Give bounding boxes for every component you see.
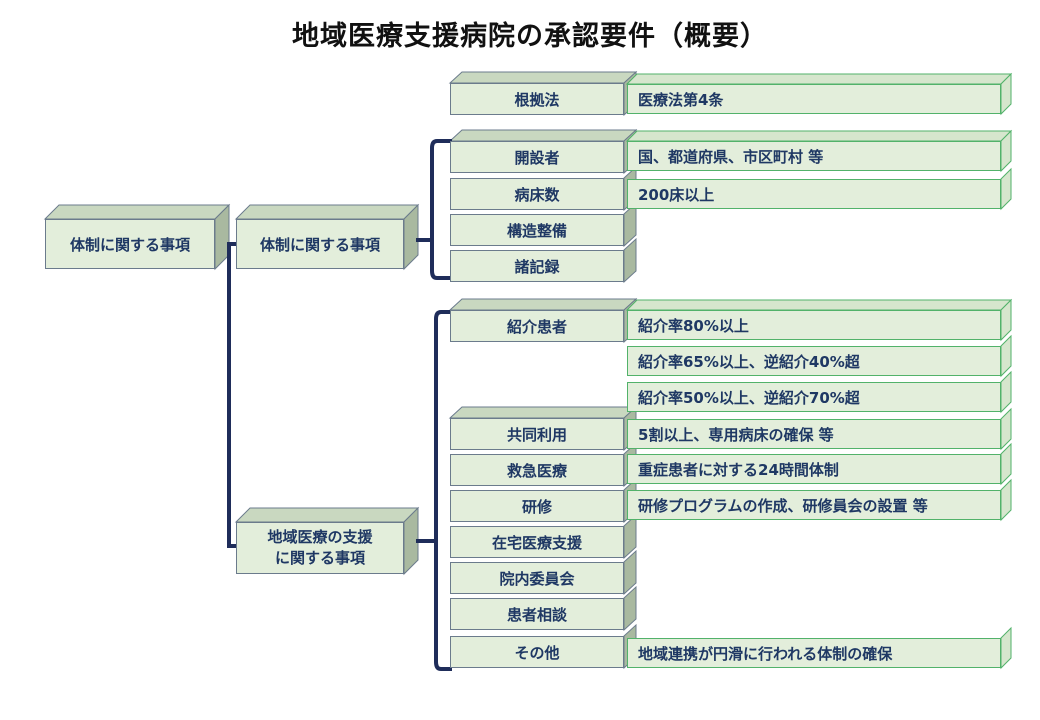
category-other: その他 <box>450 636 624 668</box>
detail-referral-65: 紹介率65%以上、逆紹介40%超 <box>627 346 1001 376</box>
category-bed-count: 病床数 <box>450 178 624 210</box>
category-home-care: 在宅医療支援 <box>450 526 624 558</box>
root-node: 体制に関する事項 <box>45 219 215 269</box>
category-emergency: 救急医療 <box>450 454 624 486</box>
detail-legal-basis: 医療法第4条 <box>627 84 1001 114</box>
category-training: 研修 <box>450 490 624 522</box>
category-facilities: 構造整備 <box>450 214 624 246</box>
category-joint-use: 共同利用 <box>450 418 624 450</box>
detail-joint-use: 5割以上、専用病床の確保 等 <box>627 419 1001 449</box>
category-committee: 院内委員会 <box>450 562 624 594</box>
category-legal-basis: 根拠法 <box>450 83 624 115</box>
detail-referral-80: 紹介率80%以上 <box>627 310 1001 340</box>
detail-emergency: 重症患者に対する24時間体制 <box>627 454 1001 484</box>
page-title: 地域医療支援病院の承認要件（概要） <box>292 21 768 52</box>
category-founder: 開設者 <box>450 141 624 173</box>
category-records: 諸記録 <box>450 250 624 282</box>
detail-founder: 国、都道府県、市区町村 等 <box>627 141 1001 171</box>
detail-training: 研修プログラムの作成、研修員会の設置 等 <box>627 490 1001 520</box>
category-referral-patients: 紹介患者 <box>450 310 624 342</box>
detail-referral-50: 紹介率50%以上、逆紹介70%超 <box>627 382 1001 412</box>
category-consultation: 患者相談 <box>450 598 624 630</box>
group-node-structure: 体制に関する事項 <box>236 219 404 269</box>
group-node-regional-support: 地域医療の支援 に関する事項 <box>236 522 404 574</box>
detail-other: 地域連携が円滑に行われる体制の確保 <box>627 638 1001 668</box>
detail-bed-count: 200床以上 <box>627 179 1001 209</box>
